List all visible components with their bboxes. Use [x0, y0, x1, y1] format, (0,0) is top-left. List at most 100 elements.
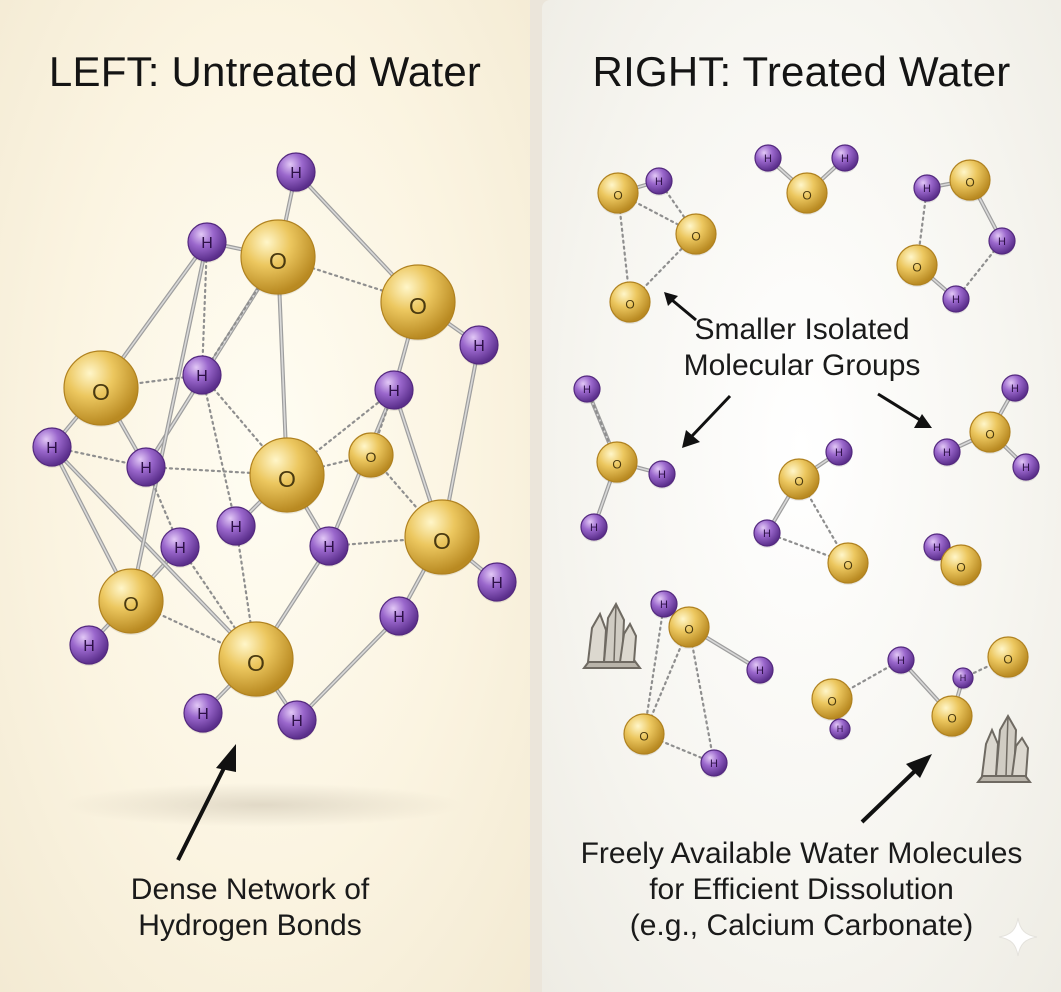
oxygen-atom: O — [623, 713, 665, 756]
oxygen-label: O — [684, 622, 693, 636]
hydrogen-atom: H — [459, 325, 499, 366]
hydrogen-atom: H — [645, 167, 673, 196]
hydrogen-label: H — [197, 706, 209, 723]
hydrogen-label: H — [323, 539, 335, 556]
hydrogen-label: H — [196, 368, 208, 385]
hydrogen-atom: H — [69, 625, 109, 666]
network-arrow — [176, 744, 236, 861]
oxygen-atom: O — [949, 159, 991, 202]
hydrogen-atom: H — [831, 144, 859, 173]
hydrogen-label: H — [83, 638, 95, 655]
group-arrow-2 — [682, 394, 732, 448]
hydrogen-atom: H — [573, 375, 601, 404]
hydrogen-label: H — [46, 440, 58, 457]
covalent-bond-highlight — [130, 241, 208, 602]
oxygen-atom: O — [609, 281, 651, 324]
group-arrow-1 — [664, 292, 697, 322]
hydrogen-bond — [234, 524, 258, 661]
oxygen-atom: O — [249, 437, 325, 514]
hydrogen-label: H — [998, 236, 1006, 248]
oxygen-label: O — [366, 449, 377, 465]
hydrogen-atom: H — [825, 438, 853, 467]
hydrogen-label: H — [841, 153, 849, 165]
hydrogen-label: H — [658, 469, 666, 481]
right-caption-line-3: (e.g., Calcium Carbonate) — [629, 909, 974, 942]
oxygen-atom: O — [811, 678, 853, 721]
hydrogen-label: H — [388, 383, 400, 400]
left-caption-line-2: Hydrogen Bonds — [138, 909, 362, 942]
hydrogen-bond — [200, 240, 209, 377]
floor-shadow — [62, 783, 462, 827]
hydrogen-label: H — [710, 758, 718, 770]
hydrogen-atom: H — [374, 370, 414, 411]
hydrogen-atom: H — [32, 427, 72, 468]
hydrogen-atom: H — [942, 285, 970, 314]
dissolution-arrow — [860, 754, 932, 824]
oxygen-label: O — [947, 711, 956, 725]
oxygen-label: O — [794, 474, 803, 488]
oxygen-label: O — [433, 528, 451, 554]
hydrogen-atom: H — [754, 144, 782, 173]
hydrogen-atom: H — [379, 596, 419, 637]
hydrogen-atom: H — [216, 506, 256, 547]
bond-lines — [585, 156, 1028, 731]
covalent-bond-highlight — [296, 615, 400, 721]
oxygen-atom: O — [404, 499, 480, 576]
oxygen-atom: O — [98, 568, 164, 635]
oxygen-label: O — [985, 427, 994, 441]
groups-label: Smaller Isolated Molecular Groups — [652, 312, 952, 384]
right-caption: Freely Available Water Molecules for Eff… — [542, 836, 1061, 944]
hydrogen-atom: H — [829, 718, 851, 741]
oxygen-label: O — [802, 188, 811, 202]
hydrogen-label: H — [201, 235, 213, 252]
hydrogen-label: H — [290, 165, 302, 182]
oxygen-label: O — [613, 188, 622, 202]
hydrogen-label: H — [174, 540, 186, 557]
oxygen-label: O — [278, 466, 296, 492]
hydrogen-label: H — [1011, 383, 1019, 395]
oxygen-atom: O — [63, 350, 139, 427]
groups-label-line-2: Molecular Groups — [683, 349, 921, 382]
left-caption-line-1: Dense Network of — [130, 873, 370, 906]
oxygen-label: O — [912, 260, 921, 274]
hydrogen-label: H — [393, 609, 405, 626]
hydrogen-atom: H — [988, 227, 1016, 256]
hydrogen-atom: H — [277, 700, 317, 741]
hydrogen-label: H — [140, 460, 152, 477]
hydrogen-atom: H — [182, 355, 222, 396]
hydrogen-bond — [200, 373, 238, 528]
oxygen-atom: O — [987, 636, 1029, 679]
oxygen-label: O — [612, 457, 621, 471]
oxygen-label: O — [691, 229, 700, 243]
hydrogen-label: H — [837, 724, 844, 734]
oxygen-atom: O — [969, 411, 1011, 454]
hydrogen-bond — [178, 545, 258, 661]
hydrogen-label: H — [583, 384, 591, 396]
calcium-carbonate-crystal-icon — [582, 601, 642, 669]
hydrogen-bond — [687, 625, 716, 765]
oxygen-label: O — [956, 560, 965, 574]
left-title: LEFT: Untreated Water — [48, 48, 482, 95]
right-caption-line-1: Freely Available Water Molecules — [580, 837, 1023, 870]
oxygen-atom: O — [218, 621, 294, 698]
hydrogen-atom: H — [952, 667, 974, 690]
hydrogen-bond — [642, 602, 666, 736]
hydrogen-atom: H — [126, 447, 166, 488]
right-title: RIGHT: Treated Water — [592, 48, 1011, 95]
hydrogen-atom: H — [753, 519, 781, 548]
oxygen-label: O — [965, 175, 974, 189]
hydrogen-bond — [144, 465, 289, 477]
oxygen-atom: O — [597, 172, 639, 215]
left-caption: Dense Network of Hydrogen Bonds — [40, 872, 460, 944]
oxygen-atom: O — [675, 213, 717, 256]
hydrogen-atom: H — [477, 562, 517, 603]
hydrogen-label: H — [756, 665, 764, 677]
oxygen-label: O — [625, 297, 634, 311]
oxygen-atom: O — [931, 695, 973, 738]
hydrogen-label: H — [230, 519, 242, 536]
hydrogen-atom: H — [1012, 453, 1040, 482]
